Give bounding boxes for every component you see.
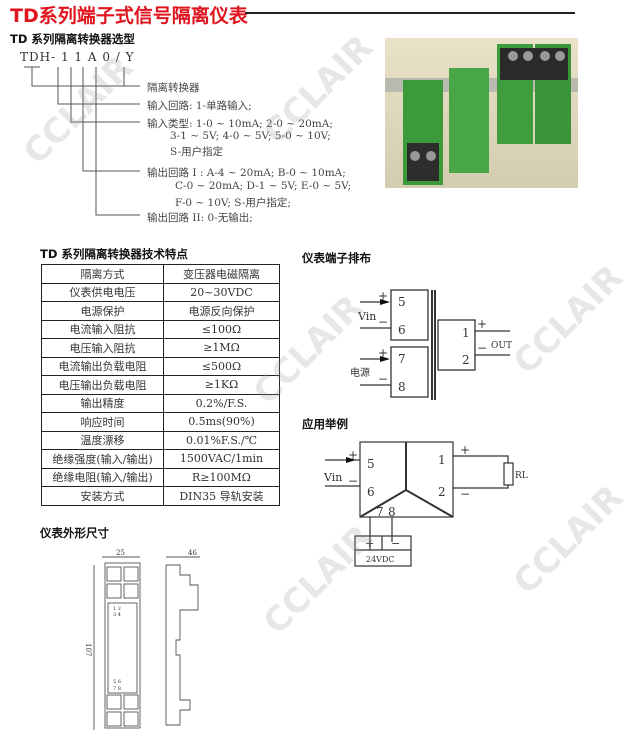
- spec-value: 电源反向保护: [163, 301, 280, 321]
- terminal-5: 5: [367, 457, 375, 471]
- spec-value: 0.2%/F.S.: [163, 393, 280, 413]
- terminal-6: 6: [367, 485, 375, 499]
- terminal-8: 8: [388, 505, 396, 519]
- application-diagram: + − + − + − 5 6 7 8 1 2 Vin RL 24VDC: [323, 441, 528, 567]
- spec-label: 电流输入阻抗: [41, 319, 164, 339]
- spec-label: 输出精度: [41, 393, 164, 413]
- title-rule: [245, 12, 575, 14]
- page-title: TD系列端子式信号隔离仪表: [10, 5, 248, 27]
- spec-label: 仪表供电电压: [41, 282, 164, 302]
- plus-sign: +: [378, 289, 388, 303]
- terminals-heading: 仪表端子排布: [302, 251, 371, 265]
- power-label: 电源: [350, 366, 370, 379]
- width-dimension: 25: [116, 549, 125, 557]
- minus-sign: −: [378, 315, 388, 329]
- spec-value: 1500VAC/1min: [163, 449, 280, 469]
- spec-label: 电流输出负载电阻: [41, 356, 164, 376]
- minus-sign: −: [378, 372, 388, 386]
- terminal-2: 2: [438, 485, 446, 499]
- selection-line: 隔离转换器: [147, 82, 200, 94]
- spec-value: 0.01%F.S./℃: [163, 430, 280, 450]
- height-dimension: 107: [84, 643, 92, 656]
- supply-minus: −: [391, 537, 400, 550]
- application-heading: 应用举例: [302, 417, 348, 431]
- terminal-5: 5: [398, 295, 406, 309]
- spec-row: 绝缘强度(输入/输出)1500VAC/1min: [41, 449, 280, 469]
- model-code: TDH- 1 1 A 0 / Y: [20, 50, 135, 64]
- terminal-8: 8: [398, 380, 406, 394]
- spec-row: 电流输出负载电阻≤500Ω: [41, 356, 280, 376]
- dimensions-heading: 仪表外形尺寸: [40, 526, 109, 540]
- spec-value: 20~30VDC: [163, 282, 280, 302]
- spec-value: DIN35 导轨安装: [163, 486, 280, 506]
- terminal-1: 1: [462, 326, 470, 340]
- spec-value: R≥100MΩ: [163, 467, 280, 487]
- terminal-numbers: 5 6: [113, 679, 121, 685]
- out-label: OUT: [491, 341, 512, 351]
- vin-label: Vin: [357, 310, 376, 323]
- spec-value: ≥1KΩ: [163, 375, 280, 395]
- supply-plus: +: [365, 537, 374, 550]
- spec-value: 变压器电磁隔离: [163, 264, 280, 284]
- plus-sign: +: [348, 448, 358, 462]
- depth-dimension: 46: [188, 549, 197, 557]
- selection-heading: TD 系列隔离转换器选型: [10, 32, 135, 46]
- terminal-diagram: + − + − + − 5 6 7 8 1 2 Vin 电源 OUT: [350, 289, 512, 400]
- plus-sign: +: [460, 443, 470, 457]
- spec-label: 绝缘电阻(输入/输出): [41, 467, 164, 487]
- product-photo: [385, 38, 578, 188]
- selection-line: 输出回路 I : A-4 ~ 20mA; B-0 ~ 10mA;: [147, 167, 346, 179]
- spec-label: 电源保护: [41, 301, 164, 321]
- terminal-7: 7: [398, 352, 406, 366]
- supply-label: 24VDC: [366, 555, 395, 564]
- spec-label: 响应时间: [41, 412, 164, 432]
- terminal-numbers: 7 8: [113, 686, 121, 692]
- specs-heading: TD 系列隔离转换器技术特点: [40, 247, 188, 261]
- selection-line: C-0 ~ 20mA; D-1 ~ 5V; E-0 ~ 5V;: [175, 180, 352, 192]
- spec-row: 电流输入阻抗≤100Ω: [41, 319, 280, 339]
- vin-label: Vin: [323, 471, 342, 484]
- selection-tree: [24, 66, 140, 216]
- spec-value: ≥1MΩ: [163, 338, 280, 358]
- terminal-numbers: 3 4: [113, 612, 121, 618]
- terminal-2: 2: [462, 353, 470, 367]
- spec-row: 电压输出负载电阻≥1KΩ: [41, 375, 280, 395]
- selection-line: S-用户指定: [170, 146, 224, 158]
- spec-label: 隔离方式: [41, 264, 164, 284]
- spec-value: ≤500Ω: [163, 356, 280, 376]
- spec-row: 隔离方式变压器电磁隔离: [41, 264, 280, 284]
- spec-row: 绝缘电阻(输入/输出)R≥100MΩ: [41, 467, 280, 487]
- selection-line: 输入回路: 1-单路输入;: [147, 100, 252, 112]
- spec-row: 电源保护电源反向保护: [41, 301, 280, 321]
- terminal-1: 1: [438, 453, 446, 467]
- spec-label: 电压输出负载电阻: [41, 375, 164, 395]
- selection-line: 输入类型: 1-0 ~ 10mA; 2-0 ~ 20mA;: [147, 118, 333, 130]
- terminal-7: 7: [376, 505, 384, 519]
- selection-line: F-0 ~ 10V; S-用户指定;: [175, 197, 291, 209]
- spec-row: 电压输入阻抗≥1MΩ: [41, 338, 280, 358]
- spec-label: 温度漂移: [41, 430, 164, 450]
- selection-line: 输出回路 II: 0-无输出;: [147, 212, 253, 224]
- spec-label: 绝缘强度(输入/输出): [41, 449, 164, 469]
- plus-sign: +: [477, 317, 487, 331]
- selection-line: 3-1 ~ 5V; 4-0 ~ 5V; 5-0 ~ 10V;: [170, 130, 331, 142]
- plus-sign: +: [378, 346, 388, 360]
- spec-label: 安装方式: [41, 486, 164, 506]
- minus-sign: −: [477, 341, 487, 355]
- minus-sign: −: [460, 487, 470, 501]
- spec-label: 电压输入阻抗: [41, 338, 164, 358]
- load-resistor-label: RL: [515, 471, 528, 481]
- dimension-drawing: 25 46 107 1 2 3 4 5 6 7 8: [84, 549, 200, 730]
- terminal-numbers: 1 2: [113, 606, 121, 612]
- minus-sign: −: [348, 474, 358, 488]
- terminal-6: 6: [398, 323, 406, 337]
- spec-value: 0.5ms(90%): [163, 412, 280, 432]
- spec-value: ≤100Ω: [163, 319, 280, 339]
